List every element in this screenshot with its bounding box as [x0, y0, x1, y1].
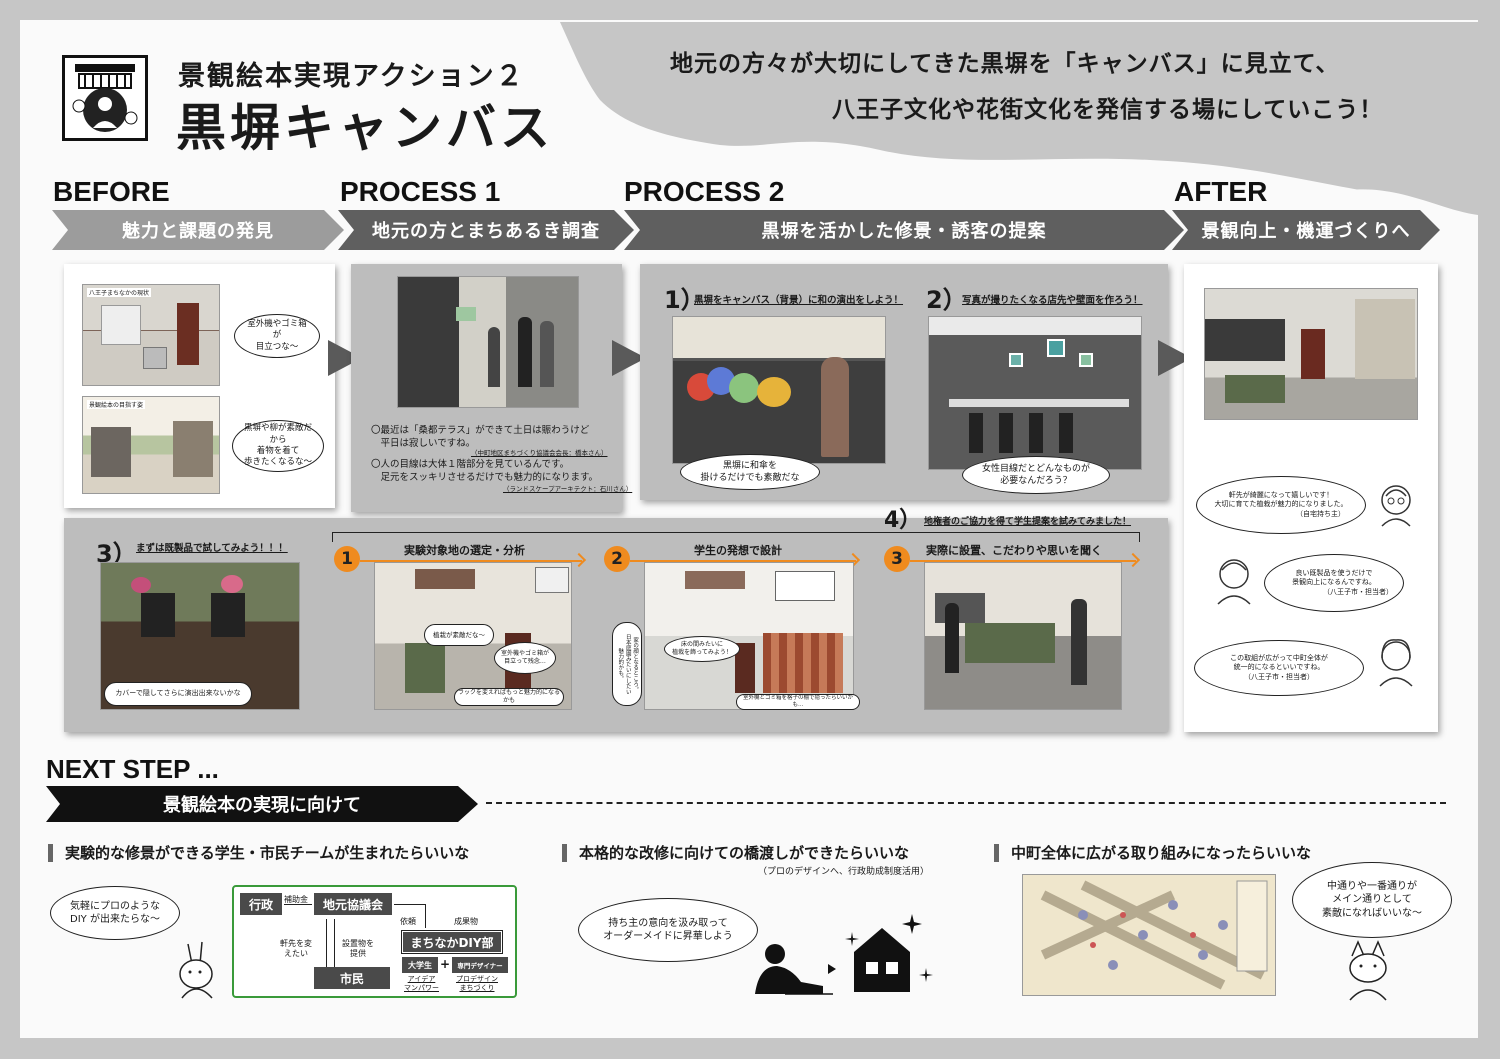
goal-1-bubble: 気軽にプロのような DIY が出来たらな～ — [50, 886, 180, 940]
experiment-caption-3: まずは既製品で試してみよう！！！ — [136, 543, 288, 554]
step-1-arrow — [360, 560, 582, 562]
diagram-nokisaki: 軒先を変 えたい — [280, 939, 312, 959]
after-voice-2: 良い既製品を使うだけで 景観向上になるんですね。 （八王子市・担当者） — [1264, 554, 1404, 612]
after-voice-1: 軒先が綺麗になって嬉しいです！ 大切に育てた植栽が魅力的になりました。 （自宅持… — [1196, 476, 1366, 534]
after-voice-1-source: （自宅持ち主） — [1296, 509, 1345, 518]
process2-num-1: 1） — [664, 286, 705, 314]
process2-photo-umbrellas — [672, 316, 886, 464]
diagram-irai: 依頼 — [400, 917, 416, 926]
diagram-daigakusei: 大学生 — [402, 957, 438, 973]
step-3-title: 実際に設置、こだわりや思いを聞く — [926, 544, 1102, 557]
goal-2: 本格的な改修に向けての橋渡しができたらいいな — [562, 844, 909, 862]
step-1-circle: 1 — [334, 546, 360, 572]
experiment-bracket — [332, 532, 1140, 542]
avatar-woman-icon — [1379, 639, 1413, 687]
before-photo-current: 八王子まちなかの現状 — [82, 284, 220, 386]
step-1-title: 実験対象地の選定・分析 — [404, 544, 525, 557]
process2-photo-storefront — [928, 316, 1142, 470]
before-photo-goal-label: 景観絵本の目指す姿 — [87, 400, 146, 409]
process2-caption-2: 写真が撮りたくなる店先や壁面を作ろう！ — [962, 295, 1143, 306]
diagram-senmon: 専門デザイナー — [452, 957, 508, 973]
diagram-setchi: 設置物を 提供 — [342, 939, 374, 959]
process2-caption-1: 黒塀をキャンバス（背景）に和の演出をしよう！ — [694, 295, 904, 306]
process2-num-2: 2） — [926, 286, 967, 314]
stage-process2-label: PROCESS 2 — [624, 176, 785, 207]
avatar-elderly-icon — [1381, 485, 1411, 527]
stage-process2-bar: 黒塀を活かした修景・誘客の提案 — [624, 210, 1184, 250]
avatar-man-icon — [1217, 559, 1251, 605]
process1-photo — [397, 276, 579, 408]
process1-quote-2-source: （ランドスケープアーキテクト：石川さん） — [503, 485, 633, 493]
after-voice-3-text: この取組が広がって中町全体が 統一的になるといいですね。 — [1230, 653, 1328, 672]
process1-quote-1-source: （中町地区まちづくり協議会会長：橋本さん） — [471, 449, 608, 457]
step-2-note-2: 室外機とゴミ箱を格子の棚で隠ったらいいかも… — [736, 694, 860, 710]
process2-bubble-1: 黒塀に和傘を 掛けるだけでも素敵だな — [680, 454, 820, 490]
process2-bubble-2: 女性目線だとどんなものが 必要なんだろう？ — [962, 456, 1110, 494]
goal-1: 実験的な修景ができる学生・市民チームが生まれたらいいな — [48, 844, 469, 862]
step-2-side-note: 家の顔となるところ。 日本庭園みたいにしたい 魅力的かも。 — [612, 622, 642, 706]
before-bubble-2: 黒塀や柳が素敵だから 着物を着て 歩きたくなるな～ — [232, 420, 324, 472]
stage-process1-label: PROCESS 1 — [340, 176, 501, 207]
header-title: 黒塀キャンバス — [176, 99, 554, 157]
stage-before-label: BEFORE — [53, 176, 170, 207]
next-step-label: NEXT STEP ... — [46, 754, 219, 784]
stage-process1-bar: 地元の方とまちあるき調査 — [338, 210, 634, 250]
after-voice-2-text: 良い既製品を使うだけで 景観向上になるんですね。 — [1292, 568, 1376, 587]
process1-quote-2: 〇人の目線は大体１階部分を見ているんです。 足元をスッキリさせるだけでも魅力的に… — [371, 459, 599, 484]
stage-after-label: AFTER — [1174, 176, 1268, 207]
step-2-title: 学生の発想で設計 — [694, 544, 782, 557]
before-card: 八王子まちなかの現状 景観絵本の目指す姿 室外機やゴミ箱が 目立つな～ 黒塀や柳… — [64, 264, 335, 508]
step-3-photo — [924, 562, 1122, 710]
process2-card: 1） 黒塀をキャンバス（背景）に和の演出をしよう！ 黒塀に和傘を 掛けるだけでも… — [640, 264, 1168, 500]
diagram-idea: アイデア マンパワー — [404, 975, 439, 993]
step-1-note-1: 植栽が素敵だな～ — [424, 624, 494, 646]
next-step-bar: 景観絵本の実現に向けて — [46, 786, 478, 822]
diagram-hojokin: 補助金 — [284, 895, 308, 904]
process1-quote-1: 〇最近は「桑都テラス」ができて土日は賑わうけど 平日は寂しいですね。 — [371, 425, 590, 450]
diagram-seikabutsu: 成果物 — [454, 917, 478, 926]
diagram-gyosei: 行政 — [240, 893, 282, 915]
goal-2-note: （プロのデザインへ、行政助成制度活用） — [758, 867, 930, 877]
tagline-2: 八王子文化や花街文化を発信する場にしていこう！ — [832, 97, 1384, 123]
logo — [62, 55, 148, 141]
goal-3-bubble: 中通りや一番通りが メイン通りとして 素敵になればいいな～ — [1292, 862, 1452, 938]
after-voice-1-text: 軒先が綺麗になって嬉しいです！ 大切に育てた植栽が魅力的になりました。 — [1214, 490, 1348, 509]
stage-after-bar: 景観向上・機運づくりへ — [1172, 210, 1440, 250]
goal-3: 中町全体に広がる取り組みになったらいいな — [994, 844, 1311, 862]
stage-before-bar: 魅力と課題の発見 — [52, 210, 344, 250]
after-photo — [1204, 288, 1418, 420]
town-map — [1022, 874, 1276, 996]
diagram-diy: まちなかDIY部 — [401, 930, 503, 954]
after-card: 軒先が綺麗になって嬉しいです！ 大切に育てた植栽が魅力的になりました。 （自宅持… — [1184, 264, 1438, 732]
before-photo-current-label: 八王子まちなかの現状 — [87, 288, 152, 297]
goal-2-bubble: 持ち主の意向を汲み取って オーダーメイドに昇華しよう — [578, 898, 758, 962]
rabbit-icon — [179, 941, 213, 999]
diagram-shimin: 市民 — [314, 967, 390, 989]
house-icon — [845, 914, 933, 992]
step-1-note-2: 室外機やゴミ箱が 目立って残念… — [494, 642, 556, 674]
tagline-1: 地元の方々が大切にしてきた黒塀を「キャンバス」に見立て、 — [670, 51, 1340, 77]
next-step-dashed-line — [486, 802, 1446, 804]
step-3-circle: 3 — [884, 546, 910, 572]
experiment-caption-4: 地権者のご協力を得て学生提案を試みてみました！ — [924, 517, 1132, 527]
designer-drawing-icon — [755, 944, 833, 995]
before-bubble-1: 室外機やゴミ箱が 目立つな～ — [234, 314, 320, 358]
fox-icon — [1349, 940, 1387, 1001]
header-subtitle: 景観絵本実現アクション２ — [178, 61, 525, 92]
after-voice-3: この取組が広がって中町全体が 統一的になるといいですね。 （八王子市・担当者） — [1194, 640, 1364, 696]
step-2-note-1: 床の間みたいに 植栽を飾ってみよう！ — [664, 636, 740, 662]
before-photo-goal: 景観絵本の目指す姿 — [82, 396, 220, 494]
experiment-card: 3） まずは既製品で試してみよう！！！ カバーで隠してさらに演出出来ないかな 4… — [64, 508, 1168, 732]
step-1-note-3: ラックを変えればもっと魅力的になるかも — [454, 688, 564, 706]
step-2-drawing — [644, 562, 854, 710]
experiment-photo-note: カバーで隠してさらに演出出来ないかな — [104, 682, 252, 706]
diagram-kyogikai: 地元協議会 — [314, 893, 392, 915]
after-voice-3-source: （八王子市・担当者） — [1244, 672, 1314, 681]
diagram-prodesign: プロデザイン まちづくり — [456, 975, 498, 993]
experiment-num-4: 4） — [884, 508, 922, 533]
team-diagram: 行政 地元協議会 補助金 依頼 成果物 まちなかDIY部 軒先を変 えたい 設置… — [232, 885, 517, 998]
process1-card: 〇最近は「桑都テラス」ができて土日は賑わうけど 平日は寂しいですね。 （中町地区… — [351, 264, 632, 512]
step-2-circle: 2 — [604, 546, 630, 572]
after-voice-2-source: （八王子市・担当者） — [1323, 587, 1393, 596]
